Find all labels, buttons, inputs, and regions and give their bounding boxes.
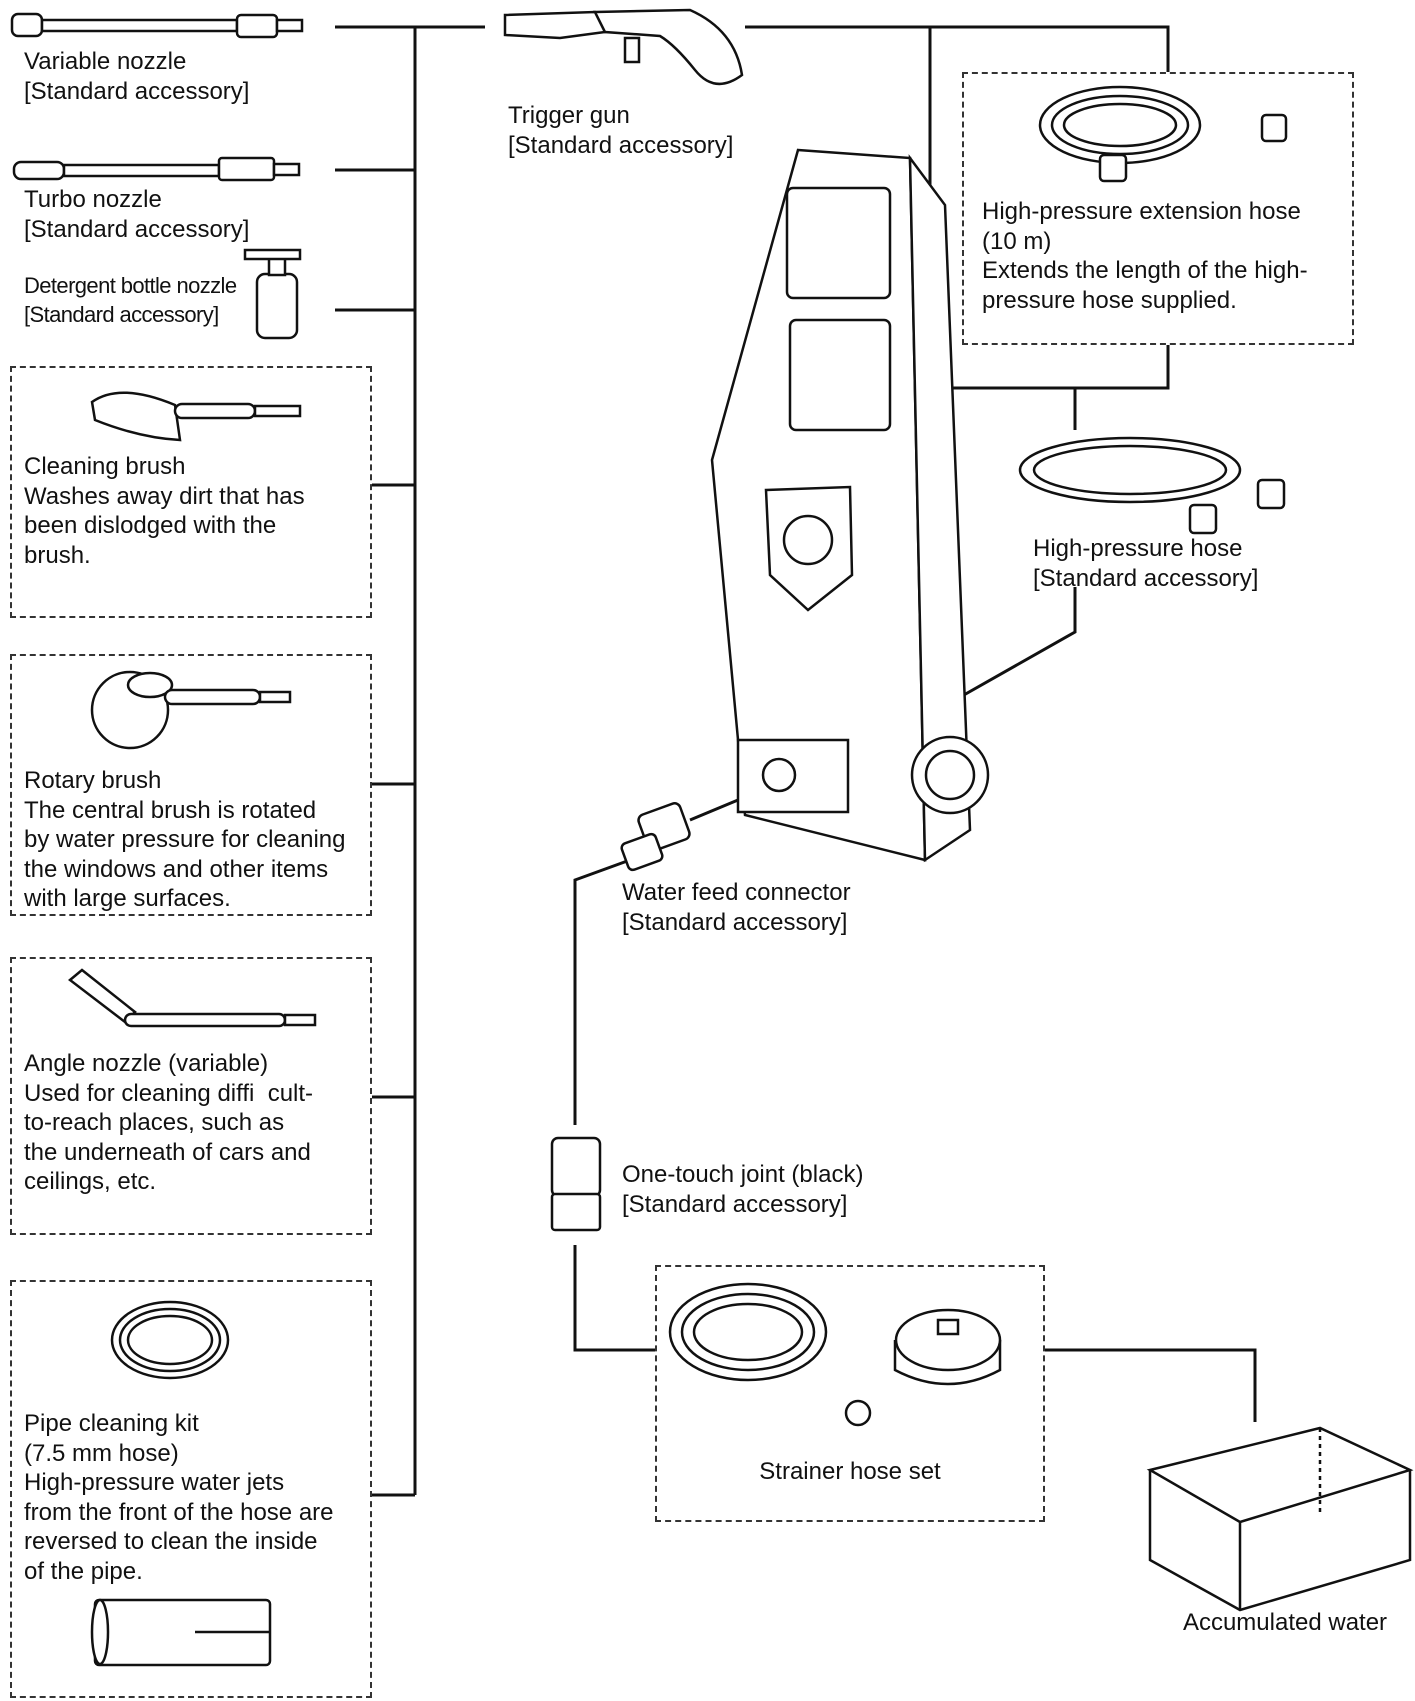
cleaning-brush-desc-3: brush. xyxy=(24,541,91,569)
cleaning-brush-box xyxy=(10,366,372,618)
rotary-brush-box xyxy=(10,654,372,916)
strainer-filter-illustration xyxy=(893,1308,1002,1386)
trigger-gun-name: Trigger gun xyxy=(508,102,630,129)
variable-nozzle-name: Variable nozzle xyxy=(24,48,187,75)
one-touch-label: One-touch joint (black) [Standard access… xyxy=(622,1160,863,1219)
water-feed-connector-illustration xyxy=(620,802,691,872)
angle-nozzle-box xyxy=(10,957,372,1235)
detergent-nozzle-label: Detergent bottle nozzle [Standard access… xyxy=(24,271,237,329)
one-touch-note: [Standard accessory] xyxy=(622,1190,848,1218)
turbo-nozzle-note: [Standard accessory] xyxy=(24,215,250,243)
rotary-brush-desc-3: the windows and other items xyxy=(24,855,329,883)
extension-hose-label: High-pressure extension hose (10 m) Exte… xyxy=(982,197,1308,315)
pipe-kit-box xyxy=(10,1280,372,1698)
angle-nozzle-name: Angle nozzle (variable) xyxy=(24,1050,269,1077)
extension-hose-box xyxy=(962,72,1354,345)
extension-hose-desc-2: pressure hose supplied. xyxy=(982,286,1237,314)
water-label: Accumulated water xyxy=(1160,1608,1410,1638)
pipe-kit-desc-2: from the front of the hose are xyxy=(24,1498,334,1526)
detergent-nozzle-note: [Standard accessory] xyxy=(24,302,219,327)
rotary-brush-desc-1: The central brush is rotated xyxy=(24,796,317,824)
angle-nozzle-desc-2: to-reach places, such as xyxy=(24,1109,285,1136)
strainer-name: Strainer hose set xyxy=(759,1458,941,1485)
high-pressure-hose-illustration xyxy=(1018,436,1286,535)
cleaning-brush-illustration xyxy=(90,391,302,442)
angle-nozzle-desc-3: the underneath of cars and xyxy=(24,1138,311,1166)
strainer-label: Strainer hose set xyxy=(655,1457,1045,1487)
water-name: Accumulated water xyxy=(1182,1609,1388,1636)
one-touch-joint-illustration xyxy=(550,1136,602,1232)
water-feed-name: Water feed connector xyxy=(622,879,851,906)
rotary-brush-name: Rotary brush xyxy=(24,767,162,794)
pipe-kit-spec: (7.5 mm hose) xyxy=(24,1439,179,1467)
pipe-kit-name: Pipe cleaning kit xyxy=(24,1410,199,1437)
pipe-kit-desc-1: High-pressure water jets xyxy=(24,1469,285,1496)
rotary-brush-illustration xyxy=(90,670,292,750)
pipe-illustration xyxy=(90,1598,272,1667)
cleaning-brush-desc-2: been dislodged with the xyxy=(24,512,277,539)
water-tank-illustration xyxy=(1146,1426,1414,1612)
rotary-brush-label: Rotary brush The central brush is rotate… xyxy=(24,766,346,914)
extension-hose-illustration xyxy=(1038,85,1288,183)
cleaning-brush-label: Cleaning brush Washes away dirt that has… xyxy=(24,452,305,570)
trigger-gun-note: [Standard accessory] xyxy=(508,131,734,159)
cleaning-brush-name: Cleaning brush xyxy=(24,453,186,480)
turbo-nozzle-name: Turbo nozzle xyxy=(24,186,162,213)
angle-nozzle-illustration xyxy=(67,968,317,1028)
variable-nozzle-label: Variable nozzle [Standard accessory] xyxy=(24,47,249,106)
water-feed-label: Water feed connector [Standard accessory… xyxy=(622,878,851,937)
rotary-brush-desc-4: with large surfaces. xyxy=(24,885,231,912)
extension-hose-spec: (10 m) xyxy=(982,227,1052,255)
illustrations xyxy=(10,8,1414,1667)
detergent-bottle-illustration xyxy=(243,248,302,340)
angle-nozzle-desc-4: ceilings, etc. xyxy=(24,1168,157,1195)
variable-nozzle-note: [Standard accessory] xyxy=(24,77,250,105)
pressure-washer-illustration xyxy=(710,148,990,863)
trigger-gun-label: Trigger gun [Standard accessory] xyxy=(508,101,733,160)
pipe-kit-label: Pipe cleaning kit (7.5 mm hose) High-pre… xyxy=(24,1409,334,1586)
one-touch-name: One-touch joint (black) xyxy=(622,1161,864,1188)
pipe-kit-desc-3: reversed to clean the inside xyxy=(24,1528,318,1555)
pipe-kit-desc-4: of the pipe. xyxy=(24,1557,143,1585)
hp-hose-note: [Standard accessory] xyxy=(1033,564,1259,592)
turbo-nozzle-illustration xyxy=(12,156,301,182)
trigger-gun-illustration xyxy=(503,8,744,85)
rotary-brush-desc-2: by water pressure for cleaning xyxy=(24,826,346,853)
connector-lines xyxy=(335,25,1257,1497)
variable-nozzle-illustration xyxy=(10,12,304,39)
extension-hose-name: High-pressure extension hose xyxy=(982,198,1301,225)
extension-hose-desc-1: Extends the length of the high- xyxy=(982,257,1308,284)
pipe-hose-illustration xyxy=(110,1300,230,1380)
detergent-nozzle-name: Detergent bottle nozzle xyxy=(24,273,237,298)
hp-hose-name: High-pressure hose xyxy=(1033,535,1243,562)
water-feed-note: [Standard accessory] xyxy=(622,908,848,936)
hose-clamp-illustration xyxy=(844,1399,872,1427)
strainer-hose-illustration xyxy=(668,1282,828,1382)
cleaning-brush-desc-1: Washes away dirt that has xyxy=(24,482,305,510)
turbo-nozzle-label: Turbo nozzle [Standard accessory] xyxy=(24,185,249,244)
hp-hose-label: High-pressure hose [Standard accessory] xyxy=(1033,534,1258,593)
angle-nozzle-desc-1: Used for cleaning diffi cult- xyxy=(24,1079,314,1107)
strainer-box xyxy=(655,1265,1045,1522)
angle-nozzle-label: Angle nozzle (variable) Used for cleanin… xyxy=(24,1049,313,1197)
